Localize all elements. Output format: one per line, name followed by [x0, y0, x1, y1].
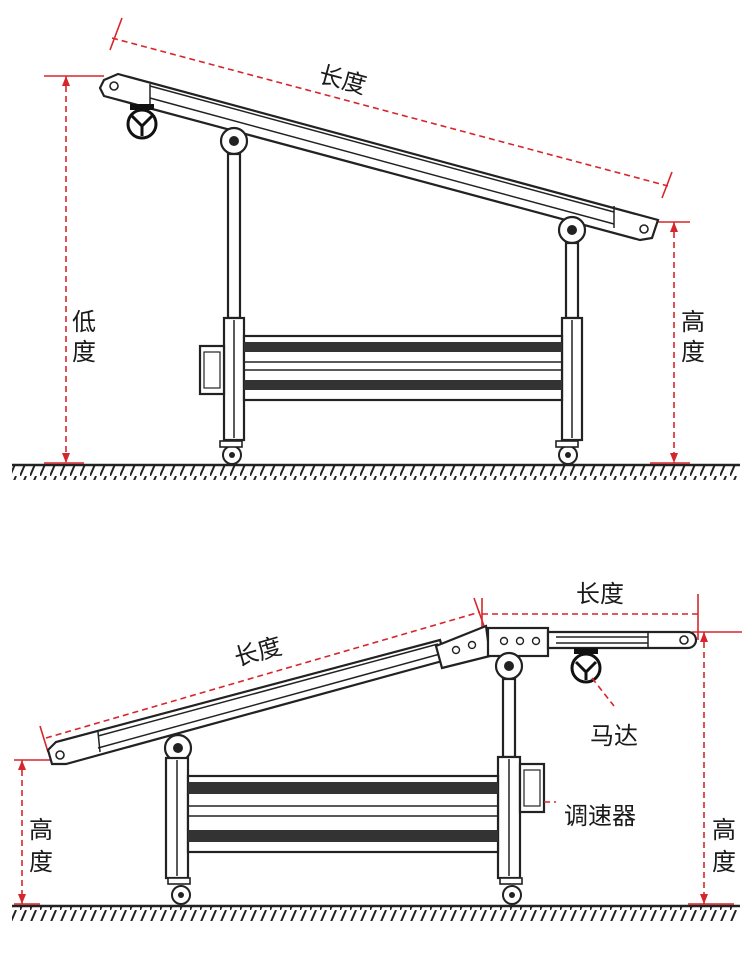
motor-leader-line: [591, 677, 615, 707]
bottom-left-height-label-1: 高: [29, 816, 53, 844]
top-speed-controller-box: [198, 344, 226, 396]
bottom-speed-controller-box: [518, 762, 546, 814]
bottom-right-leg: [494, 651, 524, 905]
bottom-left-length-label: 长度: [231, 632, 285, 672]
bottom-horizontal-section: [546, 630, 698, 650]
bottom-right-height-label-2: 度: [712, 848, 736, 876]
top-low-height-dimension: [44, 75, 104, 464]
top-right-height-label-2: 度: [681, 338, 705, 366]
bottom-right-height-dimension: [688, 631, 742, 905]
top-right-height-label-1: 高: [681, 308, 705, 336]
bottom-conveyor-diagram: 长度 长度 马达 调速器 高 度 高 度: [12, 580, 742, 921]
top-high-height-dimension: [640, 221, 690, 464]
motor-label: 马达: [590, 722, 638, 750]
bottom-right-height-label-1: 高: [712, 816, 736, 844]
top-ground: [12, 463, 740, 480]
bottom-ground: [12, 904, 740, 921]
top-right-leg: [555, 215, 587, 465]
bottom-left-leg: [163, 733, 193, 905]
top-conveyor-bed: [98, 72, 660, 242]
top-length-label: 长度: [316, 60, 370, 99]
top-motor-icon: [126, 104, 158, 140]
bottom-left-height-dimension: [14, 759, 52, 905]
top-length-dimension: [109, 17, 673, 199]
bottom-left-height-label-2: 度: [29, 848, 53, 876]
top-left-leg: [219, 126, 249, 465]
bottom-lower-frame: [186, 774, 500, 854]
top-left-height-label-2: 度: [72, 338, 96, 366]
top-left-height-label-1: 低: [72, 308, 96, 336]
top-lower-frame: [242, 334, 564, 402]
bottom-motor-icon: [570, 648, 602, 684]
top-conveyor-diagram: 长度 低 度 高 度: [12, 17, 740, 480]
speed-controller-label: 调速器: [564, 802, 636, 830]
bottom-right-length-label: 长度: [576, 580, 624, 608]
bottom-joint-plate: [434, 624, 550, 670]
